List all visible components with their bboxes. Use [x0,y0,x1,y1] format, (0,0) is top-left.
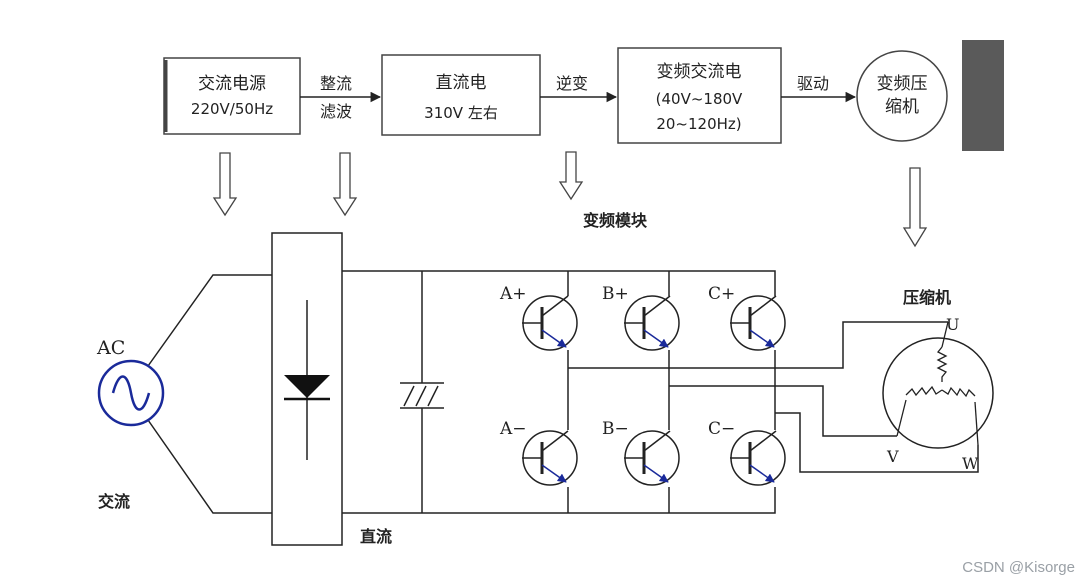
transistor-6: C− [708,419,786,486]
box-dc-power: 直流电 310V 左右 [381,54,541,136]
transistor-1: A+ [499,284,578,351]
box-dc-line2: 310V 左右 [424,104,498,122]
arrow-invert-label: 逆变 [556,74,588,93]
transistor-label-5: B− [602,419,629,439]
wye-windings [896,321,979,446]
motor-line1: 变频压 [877,74,928,94]
box-ac-line2: 220V/50Hz [191,100,273,118]
compressor-motor [882,321,994,449]
ac-source-label: AC [96,337,125,359]
phase-u-label: U [946,315,959,334]
transistor-label-1: A+ [499,284,527,304]
arrow-rectify-label2: 滤波 [320,102,352,121]
phase-w-label: W [962,454,979,473]
transistor-bridge: A+ B+ C+ A− B− C− [499,284,786,486]
down-arrow-compressor [902,167,928,248]
arrow-drive-label: 驱动 [797,74,829,93]
box-dc-line1: 直流电 [436,73,487,93]
box-vf-ac-power: 变频交流电 (40V~180V 20~120Hz) [617,47,782,144]
motor-circle: 变频压 缩机 [856,50,948,142]
down-arrow-module [558,151,584,201]
transistor-5: B− [602,419,680,486]
dc-label: 直流 [360,527,392,546]
transistor-label-6: C− [708,419,735,439]
box-ac-line1: 交流电源 [198,74,266,94]
motor-line2: 缩机 [885,97,919,117]
box-vf-line3: 20~120Hz) [656,115,741,133]
transistor-label-3: C+ [708,284,735,304]
diode-symbol [284,375,330,398]
phase-v-label: V [886,447,899,466]
box-vf-line1: 变频交流电 [657,62,742,82]
transistor-4: A− [499,419,578,486]
compressor-label: 压缩机 [903,288,951,307]
box-ac-power: 交流电源 220V/50Hz [163,57,301,135]
transistor-3: C+ [708,284,786,351]
sine-icon [111,375,151,411]
down-arrow-rectify [332,152,358,217]
watermark: CSDN @Kisorge [962,559,1075,576]
down-arrow-ac [212,152,238,217]
ac-label: 交流 [98,492,130,511]
box-vf-line2: (40V~180V [656,90,743,108]
transistor-2: B+ [602,284,680,351]
transistor-label-4: A− [499,419,527,439]
motor-mount-block [962,40,1004,151]
capacitor-symbol [400,382,444,409]
ac-source [97,359,165,427]
rectifier-bridge [271,232,343,546]
arrow-rectify-label1: 整流 [320,74,352,93]
transistor-label-2: B+ [602,284,629,304]
module-label: 变频模块 [583,211,648,230]
